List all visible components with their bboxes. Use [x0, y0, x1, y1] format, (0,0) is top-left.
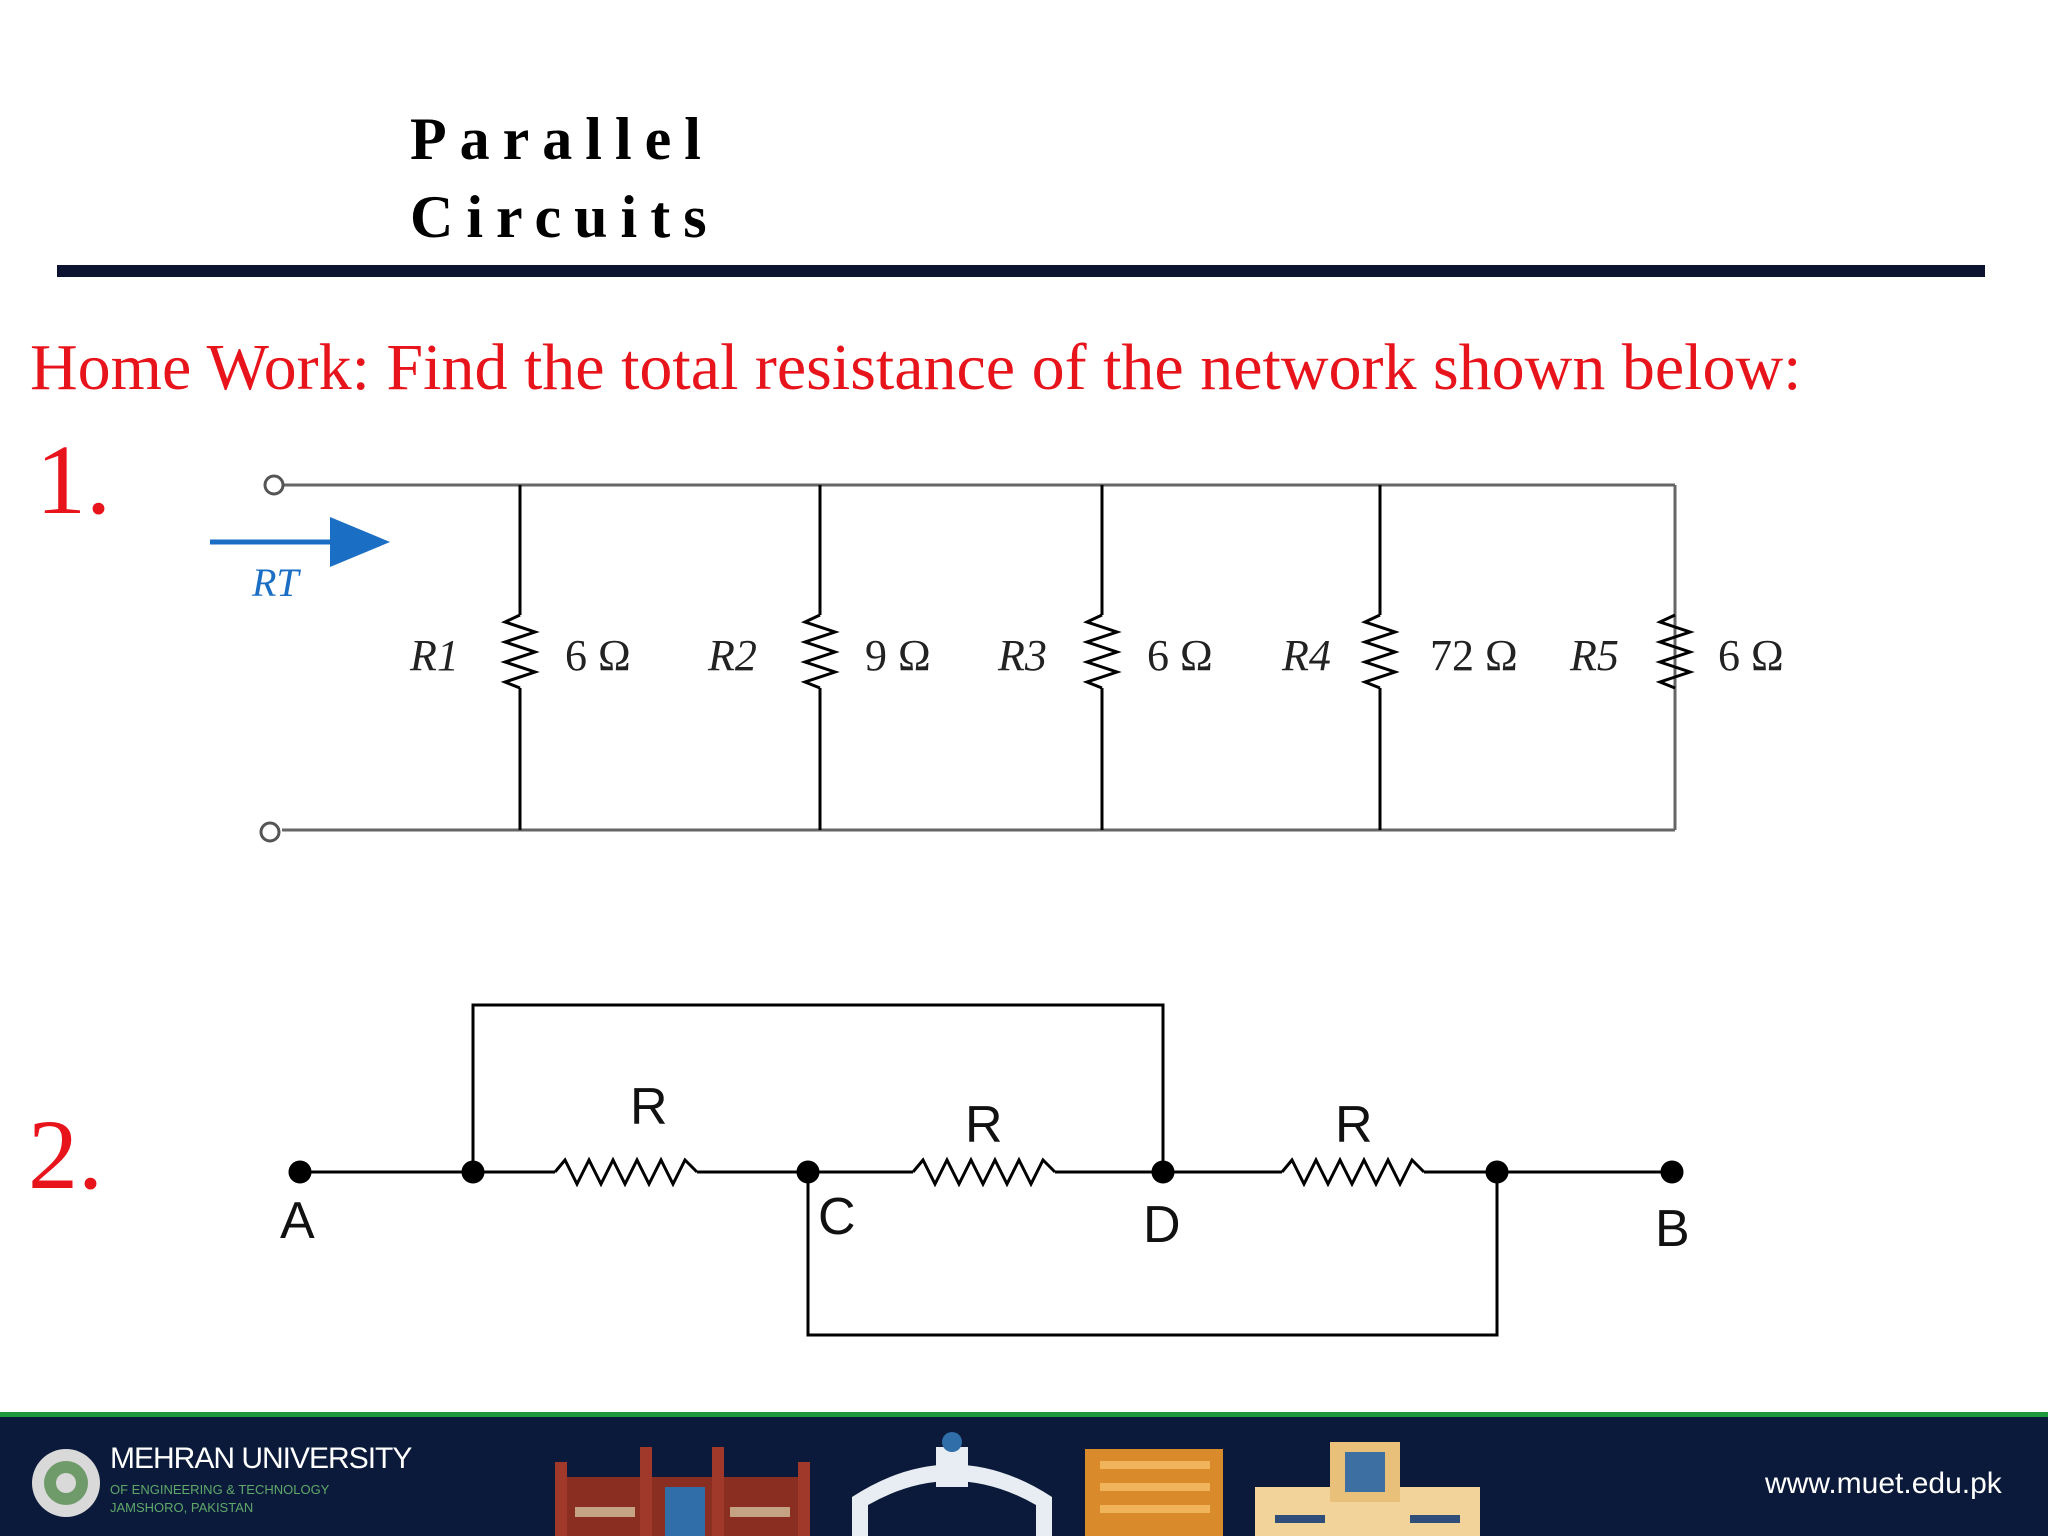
website-link[interactable]: www.muet.edu.pk: [1765, 1467, 2002, 1500]
university-name: MEHRAN UNIVERSITY: [110, 1442, 412, 1475]
building-illustration-icon: [555, 1447, 810, 1536]
homework-prompt: Home Work: Find the total resistance of …: [30, 331, 1802, 404]
footer-artwork: [32, 1432, 1480, 1536]
problem-2-number: 2.: [28, 1099, 103, 1210]
rt-label: RT: [251, 560, 301, 605]
c2-r-label-3: R: [1335, 1096, 1373, 1154]
branch-r4: [1360, 485, 1400, 830]
r2-value: 9 Ω: [865, 631, 931, 680]
footer-accent-strip: [0, 1412, 2048, 1420]
branch-r3: [1082, 485, 1122, 830]
university-subtitle-1: OF ENGINEERING & TECHNOLOGY: [110, 1482, 330, 1497]
circuit-1: [210, 474, 1695, 843]
bypass-bottom: [806, 1172, 1499, 1337]
branch-r1: [500, 485, 540, 830]
node-d-label: D: [1143, 1196, 1181, 1254]
c2-r-label-2: R: [965, 1096, 1003, 1154]
r1-name: R1: [409, 631, 459, 680]
circuit-2: [288, 1003, 1684, 1337]
bypass-top: [471, 1003, 1165, 1172]
node-a-label: A: [280, 1192, 315, 1250]
title-divider: [57, 265, 1985, 277]
r5-value: 6 Ω: [1718, 631, 1784, 680]
c2-r-label-1: R: [630, 1078, 668, 1136]
branch-r2: [800, 485, 840, 830]
r2-name: R2: [707, 631, 757, 680]
footer-banner: [0, 1417, 2048, 1536]
arch-gate-icon: [852, 1432, 1052, 1536]
problem-1-number: 1.: [36, 424, 111, 535]
university-logo-icon: [32, 1449, 100, 1517]
r3-name: R3: [997, 631, 1047, 680]
terminal-top: [263, 474, 285, 496]
r4-name: R4: [1281, 631, 1331, 680]
node-b-label: B: [1655, 1200, 1690, 1258]
university-subtitle-2: JAMSHORO, PAKISTAN: [110, 1500, 254, 1515]
r3-value: 6 Ω: [1147, 631, 1213, 680]
modern-building-icon: [1255, 1442, 1480, 1536]
branch-r5: [1655, 613, 1695, 690]
r5-name: R5: [1569, 631, 1619, 680]
office-building-icon: [1085, 1449, 1223, 1536]
node-c-label: C: [818, 1188, 856, 1246]
terminal-bottom: [259, 821, 281, 843]
slide-title: Parallel Circuits: [410, 106, 720, 250]
r1-value: 6 Ω: [565, 631, 631, 680]
r4-value: 72 Ω: [1430, 631, 1518, 680]
